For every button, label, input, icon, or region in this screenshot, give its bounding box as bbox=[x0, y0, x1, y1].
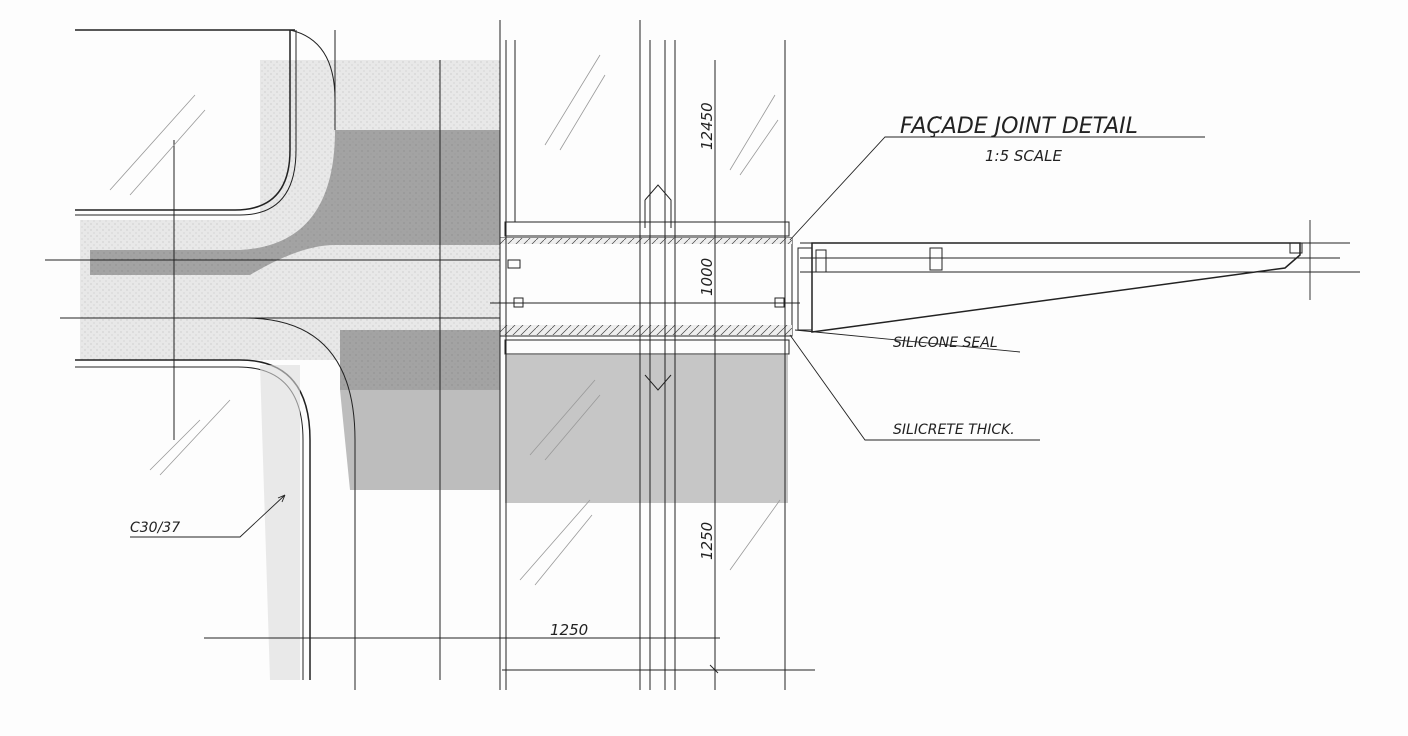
dimension-bottom-horizontal: 1250 bbox=[550, 621, 588, 639]
glass-reflections bbox=[109, 54, 781, 586]
dimension-slab-thickness: 1000 bbox=[698, 258, 716, 296]
dimension-lower-vertical: 1250 bbox=[698, 522, 716, 560]
drawing-scale: 1:5 SCALE bbox=[985, 147, 1063, 165]
dimension-lines bbox=[45, 136, 1360, 674]
dimension-top-vertical: 12450 bbox=[698, 102, 716, 150]
left-concrete-wall bbox=[75, 29, 500, 690]
callout-silicrete: SILICRETE THICK. bbox=[893, 422, 1015, 438]
floor-slab bbox=[499, 221, 813, 355]
cantilever-panel bbox=[811, 242, 1303, 333]
callout-silicone-seal: SILICONE SEAL bbox=[893, 335, 998, 351]
mullion-lines bbox=[173, 20, 786, 690]
callout-concrete-grade: C30/37 bbox=[130, 520, 180, 536]
drawing-title: FAÇ̃ADE JOINT DETAIL bbox=[900, 114, 1138, 139]
